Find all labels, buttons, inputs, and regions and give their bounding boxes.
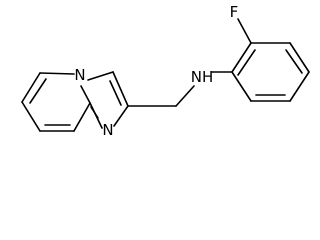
bond [87,71,114,81]
bridgehead-nitrogen-label: N [74,66,85,84]
bond [231,42,252,73]
bond [73,102,91,132]
imidazole-ring [87,71,129,129]
pyridine-ring [21,72,91,132]
bond [175,85,195,107]
bond [237,18,252,44]
bond [90,106,99,119]
bond [80,85,91,104]
molecule-structure: F NH N N [21,3,310,139]
bond [29,78,47,104]
bond [21,72,41,103]
bond [112,71,129,107]
bond [237,49,256,76]
imidazole-nitrogen-label: N [102,121,113,139]
bond [109,80,122,106]
phenyl-ring [211,18,310,102]
methylene-linker [127,85,195,107]
bond [231,71,252,102]
bond [285,49,303,74]
bond [289,42,310,73]
amine-nh-label: NH [191,68,214,86]
bond [39,72,75,75]
bond [21,101,41,132]
fluorine-label: F [230,3,239,21]
bond [289,71,310,102]
bond [113,105,129,127]
